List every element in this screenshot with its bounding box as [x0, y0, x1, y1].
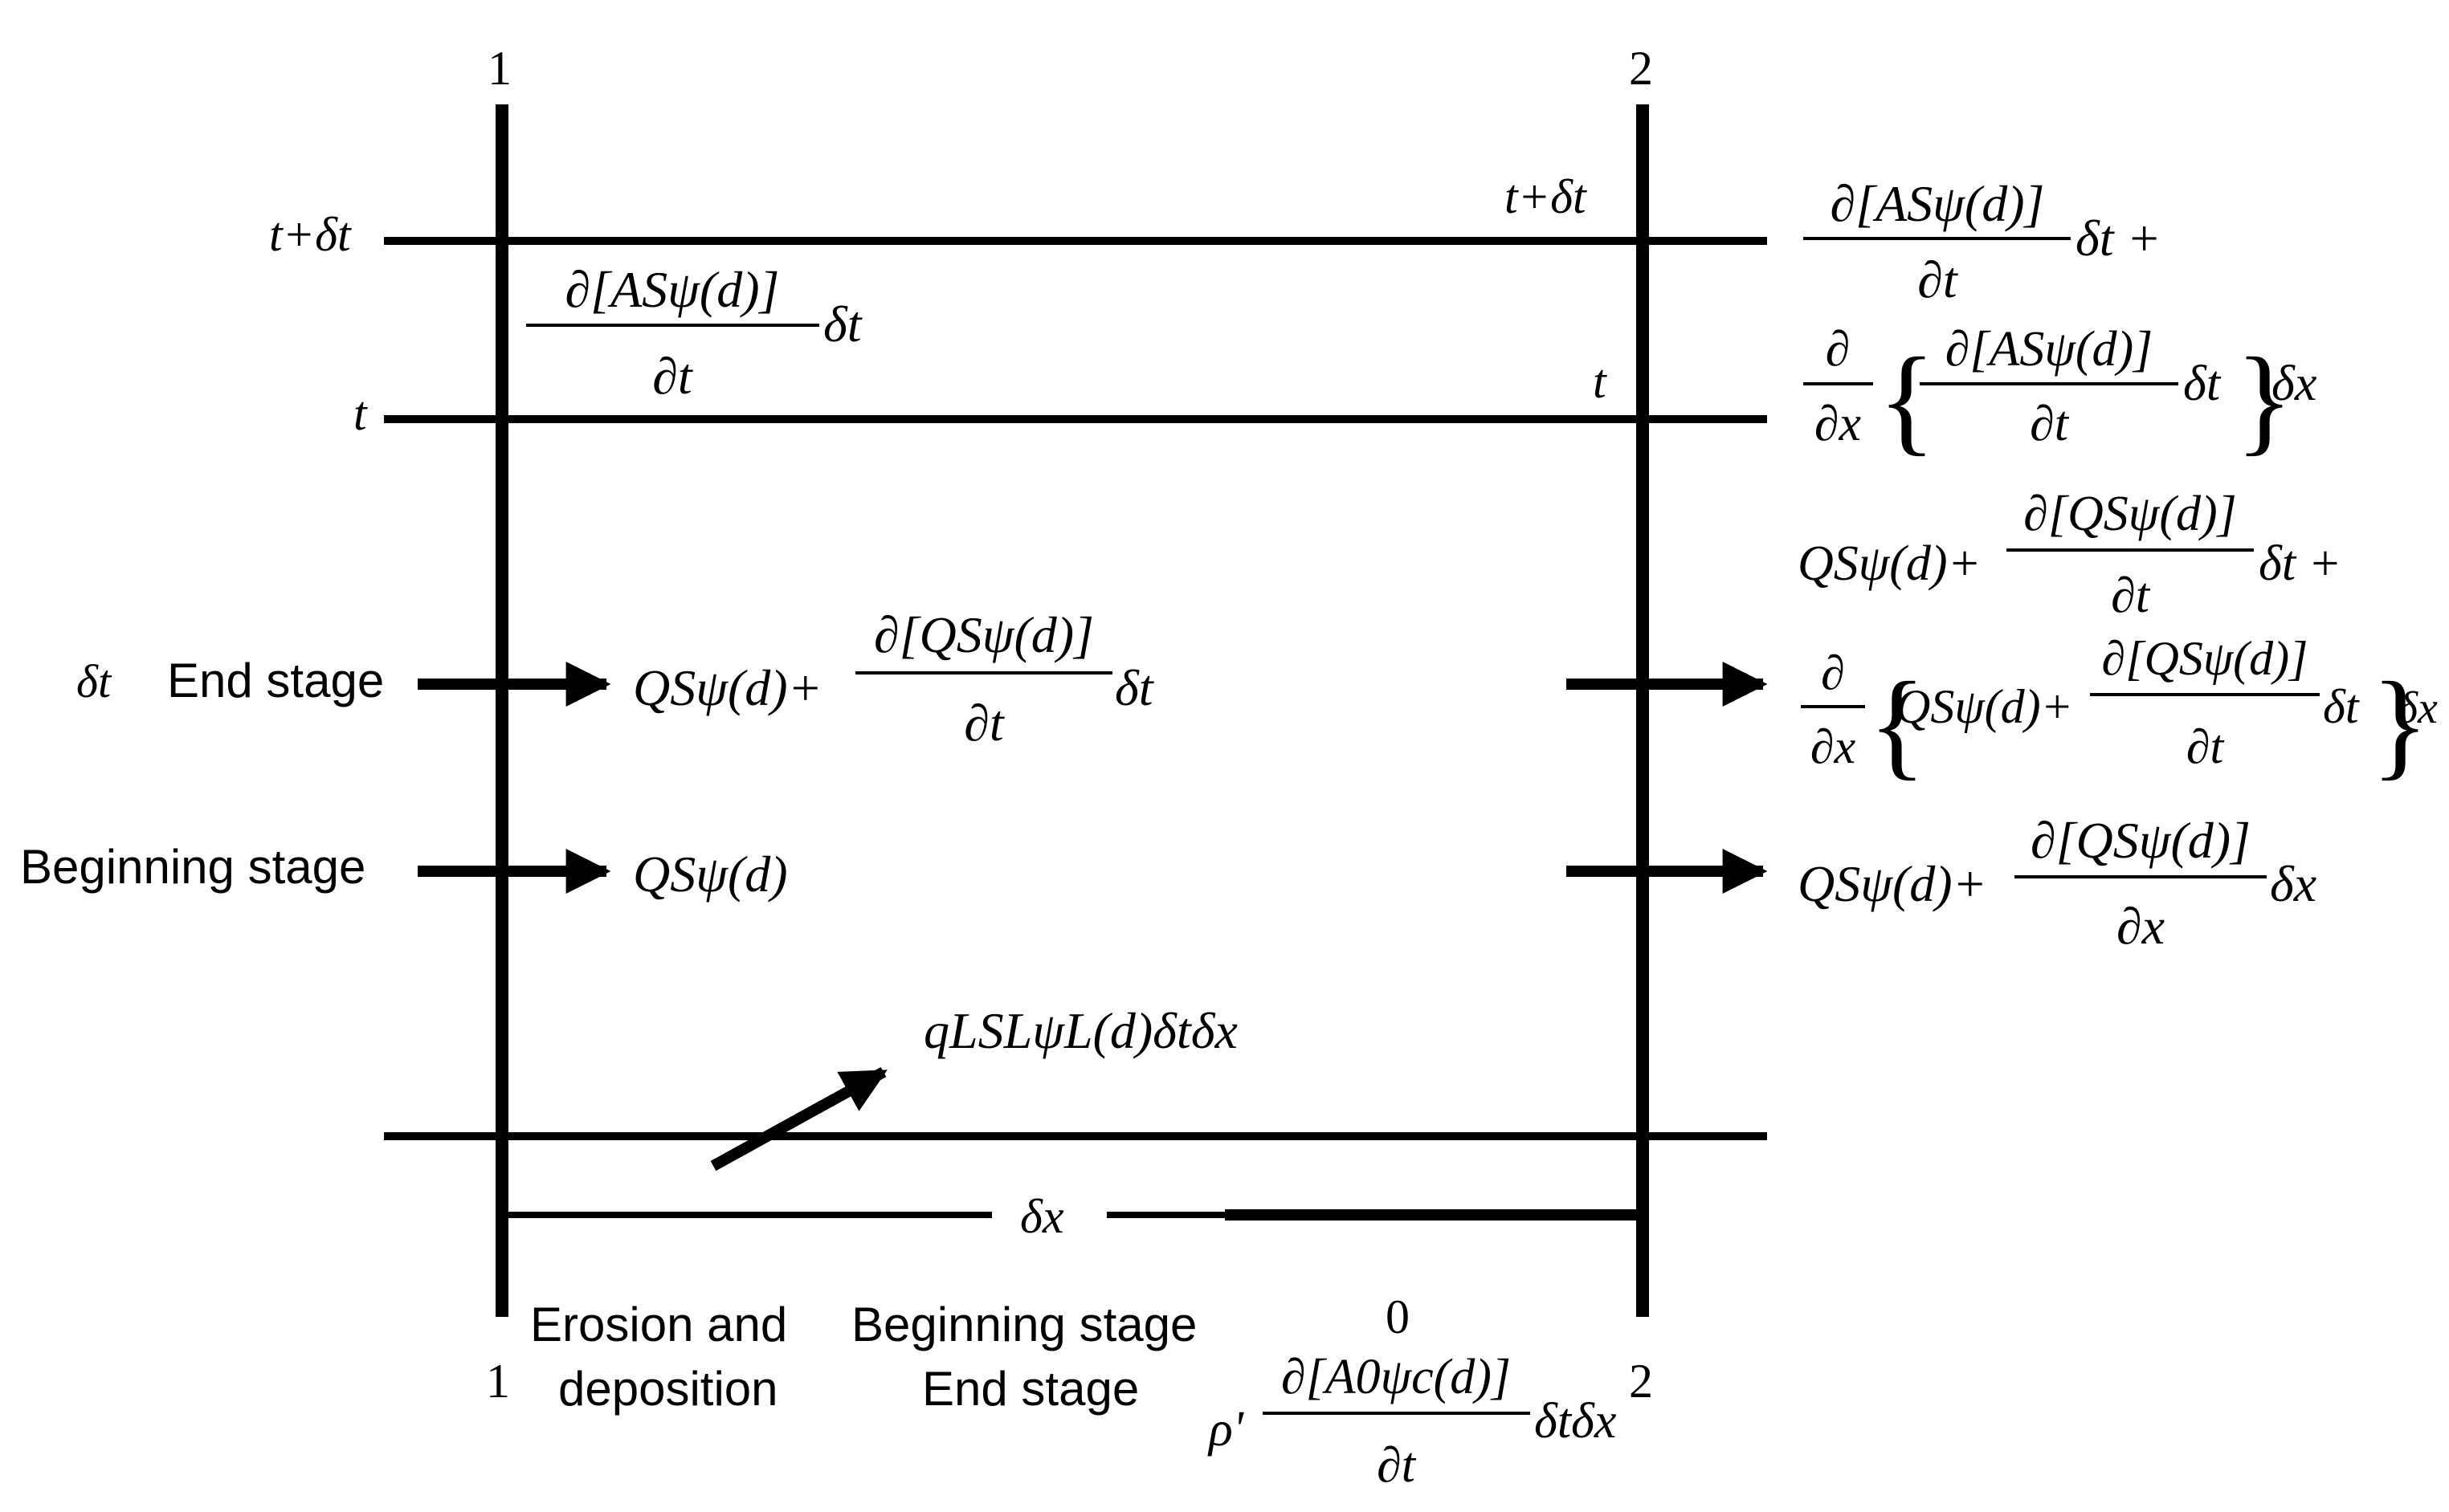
svg-text:QSψ(d)+: QSψ(d)+ — [633, 659, 822, 716]
end-stage-label: End stage — [167, 654, 384, 707]
svg-text:}: } — [2371, 658, 2429, 791]
svg-text:∂: ∂ — [1821, 646, 1845, 699]
svg-text:QSψ(d): QSψ(d) — [633, 846, 788, 903]
beginning-stage-label: Beginning stage — [20, 840, 365, 894]
formula-outflow-end-line2: ∂ ∂x { QSψ(d)+ ∂[QSψ(d)] ∂t δt } δx — [1801, 632, 2438, 791]
svg-text:∂t: ∂t — [1377, 1438, 1417, 1493]
svg-text:}: } — [2235, 333, 2293, 467]
section-number-bottom-left: 1 — [486, 1355, 510, 1408]
bottom-zero-value: 0 — [1386, 1290, 1410, 1343]
svg-text:∂[A0ψc(d)]: ∂[A0ψc(d)] — [1281, 1350, 1511, 1404]
svg-text:QSψ(d)+: QSψ(d)+ — [1896, 680, 2073, 733]
svg-text:∂t: ∂t — [964, 695, 1006, 752]
time-label-t-plus-dt-right: t+δt — [1504, 170, 1587, 223]
svg-text:{: { — [1878, 333, 1936, 467]
formula-inflow-begin: QSψ(d) — [633, 846, 788, 903]
svg-text:δt: δt — [2323, 680, 2360, 733]
svg-text:δt: δt — [1115, 659, 1155, 716]
svg-text:∂[QSψ(d)]: ∂[QSψ(d)] — [2031, 812, 2251, 869]
svg-text:∂t: ∂t — [2030, 397, 2070, 451]
svg-text:QSψ(d)+: QSψ(d)+ — [1798, 536, 1981, 591]
svg-text:ρ': ρ' — [1207, 1402, 1245, 1457]
svg-text:∂t: ∂t — [2186, 720, 2225, 773]
svg-text:∂t: ∂t — [2111, 569, 2151, 623]
svg-text:∂x: ∂x — [2116, 898, 2165, 955]
svg-text:∂[QSψ(d)]: ∂[QSψ(d)] — [2102, 632, 2308, 685]
lateral-inflow-arrow — [710, 1066, 888, 1172]
time-label-t-left: t — [353, 387, 368, 440]
svg-text:QSψ(d)+: QSψ(d)+ — [1798, 855, 1987, 912]
svg-text:δt +: δt + — [2259, 536, 2341, 591]
formula-outflow-begin: QSψ(d)+ ∂[QSψ(d)] ∂x δx — [1798, 812, 2316, 955]
section-number-top-left: 1 — [488, 42, 512, 95]
svg-text:{: { — [1868, 658, 1926, 791]
svg-text:∂x: ∂x — [1810, 720, 1856, 773]
formula-outflow-end-line1: QSψ(d)+ ∂[QSψ(d)] ∂t δt + — [1798, 487, 2341, 623]
svg-text:δx: δx — [2271, 357, 2317, 411]
svg-text:δt: δt — [2183, 357, 2222, 411]
section-number-top-right: 2 — [1629, 42, 1653, 95]
formula-lateral-inflow: qLSLψL(d)δtδx — [924, 1002, 1238, 1059]
svg-text:∂[ASψ(d)]: ∂[ASψ(d)] — [1945, 322, 2153, 377]
svg-text:∂: ∂ — [1826, 322, 1851, 377]
svg-text:∂[QSψ(d)]: ∂[QSψ(d)] — [874, 606, 1094, 663]
svg-text:δtδx: δtδx — [1534, 1394, 1617, 1449]
formula-bed-change: ρ' ∂[A0ψc(d)] ∂t δtδx — [1207, 1350, 1617, 1493]
dt-symbol: δt — [76, 655, 112, 707]
svg-text:∂[ASψ(d)]: ∂[ASψ(d)] — [1831, 175, 2045, 232]
svg-text:∂x: ∂x — [1814, 397, 1862, 451]
bottom-end-stage-label: End stage — [922, 1362, 1139, 1416]
formula-inflow-end: QSψ(d)+ ∂[QSψ(d)] ∂t δt — [633, 606, 1155, 752]
svg-text:∂[QSψ(d)]: ∂[QSψ(d)] — [2023, 487, 2236, 541]
formula-right-top-line2: ∂ ∂x { ∂[ASψ(d)] ∂t δt } δx — [1803, 322, 2317, 467]
erosion-deposition-label-line1: Erosion and — [530, 1298, 787, 1351]
formula-right-top-line1: ∂[ASψ(d)] ∂t δt + — [1803, 175, 2161, 308]
svg-text:δt: δt — [823, 295, 863, 353]
dx-label: δx — [1020, 1190, 1064, 1243]
svg-text:qLSLψL(d)δtδx: qLSLψL(d)δtδx — [924, 1002, 1238, 1059]
svg-text:δt +: δt + — [2076, 210, 2161, 267]
svg-text:∂[ASψ(d)]: ∂[ASψ(d)] — [565, 261, 780, 318]
svg-text:∂t: ∂t — [652, 348, 694, 405]
erosion-deposition-label-line2: deposition — [558, 1362, 778, 1416]
svg-text:δx: δx — [2397, 683, 2438, 733]
section-number-bottom-right: 2 — [1629, 1355, 1653, 1408]
bottom-beginning-stage-label: Beginning stage — [851, 1298, 1197, 1351]
time-label-t-plus-dt-left: t+δt — [269, 208, 352, 261]
svg-text:∂t: ∂t — [1917, 251, 1959, 308]
formula-storage-mid: ∂[ASψ(d)] ∂t δt — [526, 261, 863, 405]
time-label-t-right: t — [1593, 355, 1607, 408]
svg-text:δx: δx — [2270, 855, 2316, 912]
